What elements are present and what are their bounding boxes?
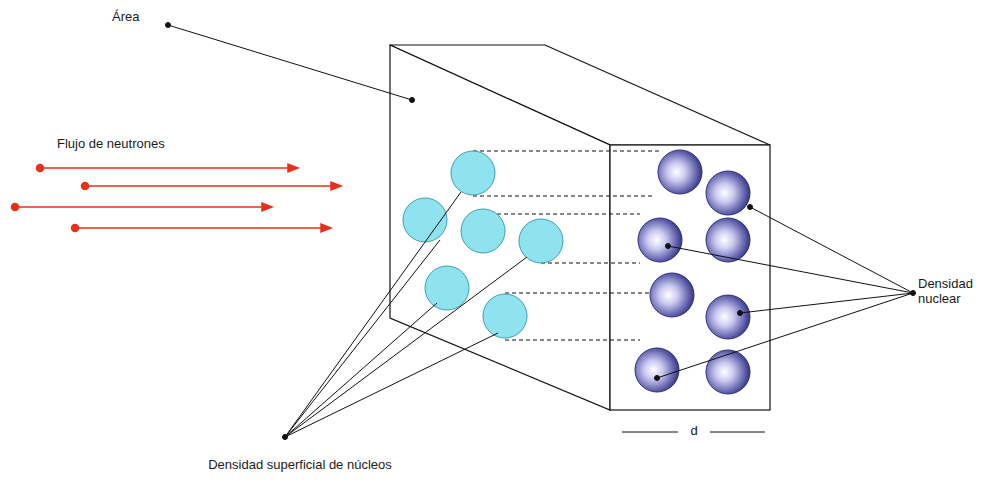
surface-density-label: Densidad superficial de núcleos xyxy=(185,458,415,473)
thickness-label: d xyxy=(690,424,697,439)
nuclear-density-label: Densidad nuclear xyxy=(918,277,1000,307)
area-label: Área xyxy=(112,10,139,25)
projection-lines xyxy=(473,151,662,340)
neutron-arrows xyxy=(12,164,342,232)
surface-nuclei xyxy=(403,151,563,338)
slab-outline xyxy=(390,45,770,410)
volume-nuclei xyxy=(635,150,750,394)
leader-lines xyxy=(166,23,916,440)
flux-label: Flujo de neutrones xyxy=(57,137,165,152)
